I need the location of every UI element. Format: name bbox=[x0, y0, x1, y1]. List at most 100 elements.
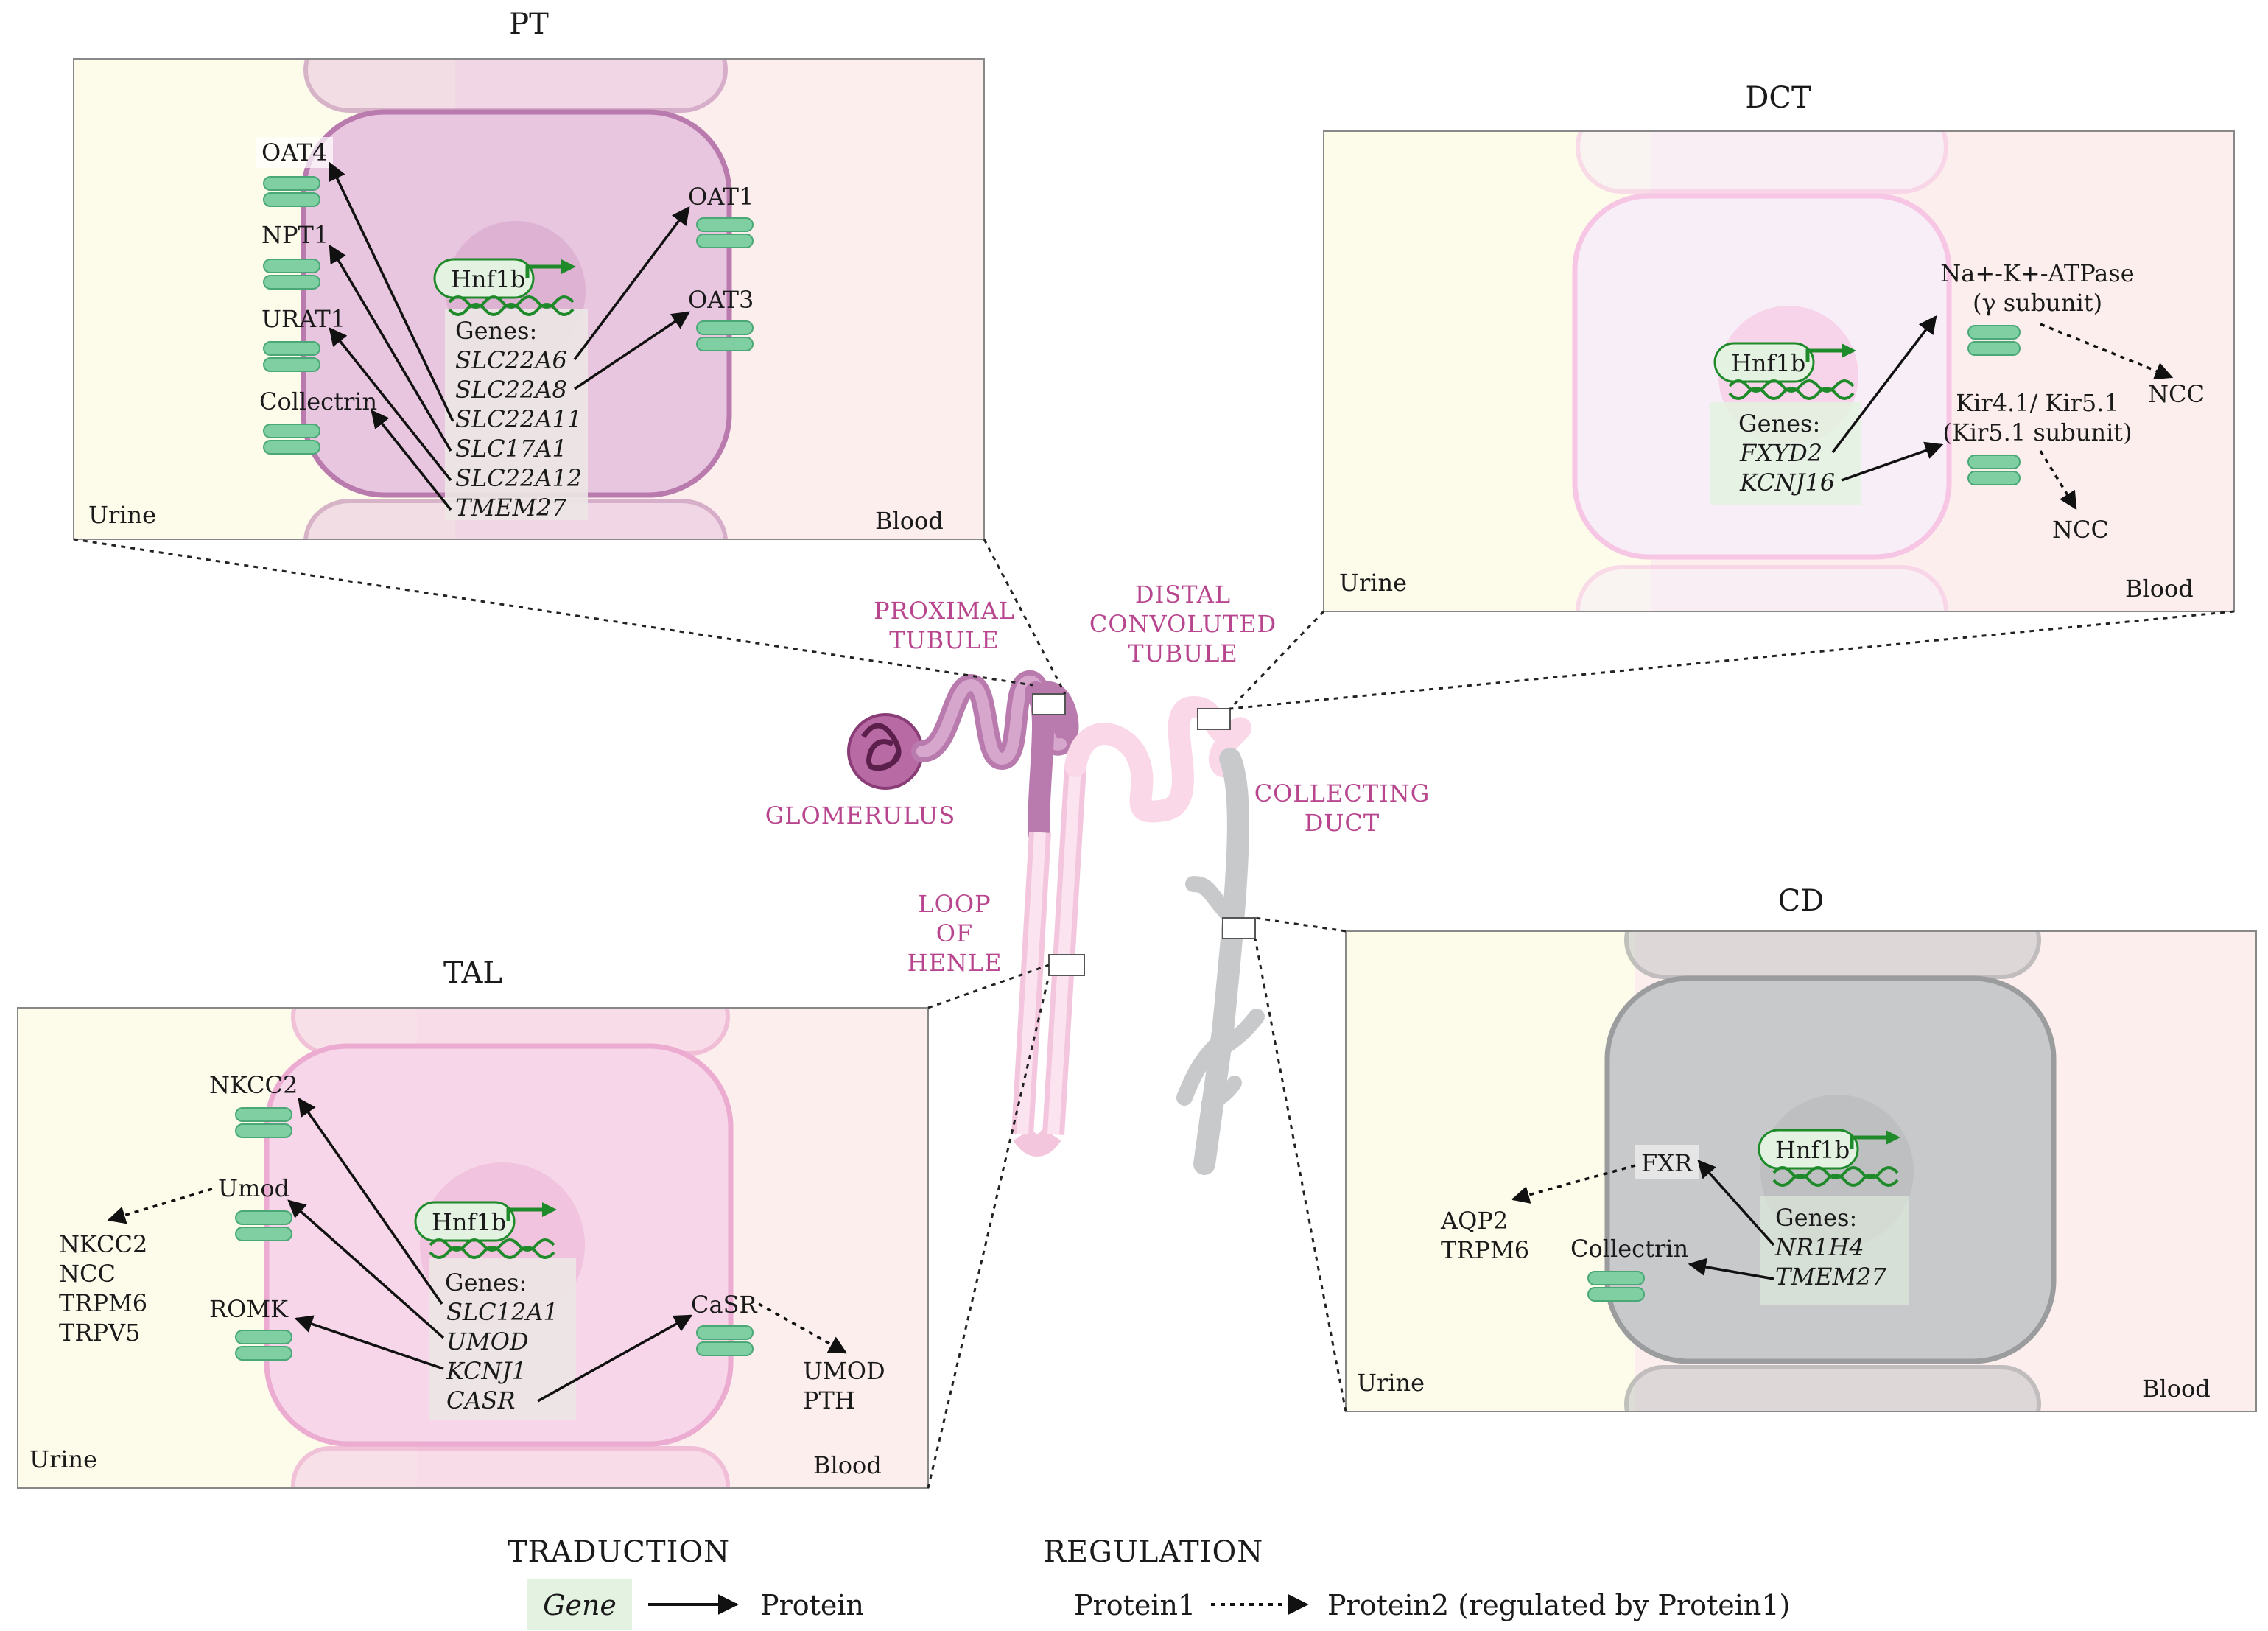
collecting-duct-shape bbox=[1193, 748, 1249, 1175]
pt-transporter-oat1-icon bbox=[696, 217, 754, 248]
pt-frame bbox=[73, 58, 985, 540]
pt-gene-slc22a8: SLC22A8 bbox=[455, 376, 567, 404]
tal-regulation-arrows bbox=[107, 1188, 848, 1354]
dct-translation-arrows bbox=[1831, 315, 1944, 482]
pt-protein-oat4: OAT4 bbox=[261, 138, 327, 166]
dct-transporter-nak-icon bbox=[1967, 325, 2021, 356]
pt-gene-slc22a12: SLC22A12 bbox=[455, 464, 582, 492]
dct-title: DCT bbox=[1745, 81, 1811, 115]
tal-umod-target-ncc: NCC bbox=[59, 1260, 116, 1288]
cd-protein-collectrin: Collectrin bbox=[1570, 1235, 1688, 1263]
label-proximal-2: TUBULE bbox=[889, 626, 999, 654]
cd-blood-label: Blood bbox=[2142, 1375, 2211, 1403]
label-collecting-1: COLLECTING bbox=[1254, 779, 1430, 807]
cd-panel: CD Urine Blood Hnf1b Genes: NR1H4 TMEM27… bbox=[1345, 884, 2257, 1412]
pt-gene-tmem27: TMEM27 bbox=[455, 494, 567, 522]
label-distal-2: CONVOLUTED bbox=[1089, 610, 1277, 638]
cd-urine-label: Urine bbox=[1357, 1369, 1425, 1397]
dct-regulation-arrows bbox=[2039, 323, 2174, 511]
tal-casr-target-umod: UMOD bbox=[803, 1357, 885, 1385]
dct-gene-fxyd2: FXYD2 bbox=[1739, 439, 1822, 467]
dct-regulated-ncc-1: NCC bbox=[2148, 380, 2205, 408]
tal-transporter-nkcc2-icon bbox=[235, 1107, 292, 1138]
dct-transporter-kir-icon bbox=[1967, 455, 2021, 485]
tal-hnf1b: Hnf1b bbox=[414, 1201, 557, 1259]
tal-locator-box bbox=[1048, 954, 1085, 976]
tal-transporter-romk-icon bbox=[235, 1330, 292, 1361]
dct-blood-label: Blood bbox=[2125, 575, 2194, 603]
tal-umod-target-nkcc2: NKCC2 bbox=[59, 1230, 147, 1258]
tal-gene-slc12a1: SLC12A1 bbox=[446, 1298, 558, 1326]
pt-translation-arrows bbox=[329, 161, 691, 511]
tal-frame bbox=[17, 1007, 929, 1489]
pt-transporter-collectrin-icon bbox=[263, 424, 320, 455]
tal-protein-romk: ROMK bbox=[209, 1295, 289, 1323]
pt-protein-oat3: OAT3 bbox=[688, 286, 754, 314]
tal-gene-kcnj1: KCNJ1 bbox=[446, 1357, 527, 1385]
label-collecting-2: DUCT bbox=[1305, 809, 1380, 837]
svg-text:Hnf1b: Hnf1b bbox=[1731, 349, 1805, 377]
tal-panel: TAL Urine Blood Hnf1b Genes: SLC12A1 UMO… bbox=[17, 956, 929, 1489]
tal-gene-casr: CASR bbox=[446, 1386, 516, 1414]
pt-blood-label: Blood bbox=[875, 507, 944, 535]
pt-transporter-npt1-icon bbox=[263, 259, 320, 290]
pt-transporter-oat4-icon bbox=[263, 176, 320, 207]
dct-regulated-ncc-2: NCC bbox=[2052, 516, 2109, 544]
dct-genes-header: Genes: bbox=[1738, 410, 1820, 438]
pt-hnf1b: Hnf1b bbox=[433, 258, 576, 316]
nephron-illustration: PROXIMAL TUBULE DISTAL CONVOLUTED TUBULE… bbox=[73, 538, 2235, 1489]
tal-protein-nkcc2: NKCC2 bbox=[209, 1071, 298, 1099]
legend-regulation-title: REGULATION bbox=[1044, 1535, 1264, 1569]
tal-urine-label: Urine bbox=[29, 1445, 97, 1473]
pt-urine-label: Urine bbox=[88, 501, 156, 529]
pt-genes-header: Genes: bbox=[455, 317, 537, 345]
pt-gene-list-bg bbox=[445, 309, 588, 520]
connector-lines bbox=[73, 538, 2235, 1489]
svg-text:Hnf1b: Hnf1b bbox=[432, 1208, 506, 1236]
legend-gene: Gene bbox=[543, 1589, 617, 1621]
cd-genes-header: Genes: bbox=[1775, 1204, 1857, 1232]
cd-gene-list-bg bbox=[1760, 1196, 1909, 1305]
cd-transporter-collectrin-icon bbox=[1587, 1271, 1645, 1302]
dct-urine-label: Urine bbox=[1339, 569, 1407, 597]
pt-gene-slc22a6: SLC22A6 bbox=[455, 346, 567, 374]
legend-protein1: Protein1 bbox=[1074, 1589, 1196, 1621]
cd-fxr-target-aqp2: AQP2 bbox=[1440, 1207, 1508, 1235]
dct-panel: DCT Urine Blood Hnf1b Genes: FXYD2 KCNJ1… bbox=[1323, 81, 2235, 612]
dct-hnf1b: Hnf1b bbox=[1713, 342, 1856, 400]
label-loop-3: HENLE bbox=[907, 949, 1003, 977]
label-glomerulus: GLOMERULUS bbox=[765, 802, 956, 829]
dct-protein-nak-atpase-subunit: (γ subunit) bbox=[1973, 289, 2102, 317]
tal-umod-target-trpm6: TRPM6 bbox=[59, 1289, 147, 1317]
tal-title: TAL bbox=[443, 956, 502, 990]
label-proximal-1: PROXIMAL bbox=[874, 597, 1015, 625]
tal-translation-arrows bbox=[287, 1097, 693, 1403]
cd-hnf1b: Hnf1b bbox=[1758, 1129, 1900, 1187]
pt-gene-slc22a11: SLC22A11 bbox=[455, 405, 582, 433]
cd-protein-fxr: FXR bbox=[1641, 1149, 1693, 1177]
tal-gene-umod: UMOD bbox=[446, 1327, 529, 1355]
svg-text:Hnf1b: Hnf1b bbox=[451, 265, 525, 293]
tal-umod-target-trpv5: TRPV5 bbox=[59, 1319, 140, 1347]
label-distal-1: DISTAL bbox=[1135, 581, 1231, 608]
pt-protein-urat1: URAT1 bbox=[261, 305, 345, 333]
legend-gene-box bbox=[527, 1579, 632, 1630]
tal-protein-umod: Umod bbox=[218, 1174, 289, 1202]
tal-transporter-casr-icon bbox=[696, 1325, 754, 1356]
label-distal-3: TUBULE bbox=[1128, 639, 1237, 667]
pt-transporter-urat1-icon bbox=[263, 341, 320, 372]
label-loop-2: OF bbox=[936, 919, 973, 947]
dct-gene-list-bg bbox=[1710, 402, 1861, 505]
pt-protein-oat1: OAT1 bbox=[688, 183, 754, 211]
cd-locator-box bbox=[1222, 917, 1256, 939]
cd-gene-tmem27: TMEM27 bbox=[1775, 1263, 1887, 1291]
pt-gene-slc17a1: SLC17A1 bbox=[455, 435, 567, 463]
cd-gene-nr1h4: NR1H4 bbox=[1774, 1233, 1864, 1261]
tal-genes-header: Genes: bbox=[445, 1269, 527, 1297]
cd-regulation-arrows bbox=[1511, 1164, 1636, 1204]
cd-translation-arrows bbox=[1688, 1160, 1775, 1280]
legend-protein2: Protein2 (regulated by Protein1) bbox=[1327, 1589, 1790, 1621]
tal-protein-casr: CaSR bbox=[691, 1291, 757, 1319]
pt-protein-collectrin: Collectrin bbox=[259, 387, 377, 415]
